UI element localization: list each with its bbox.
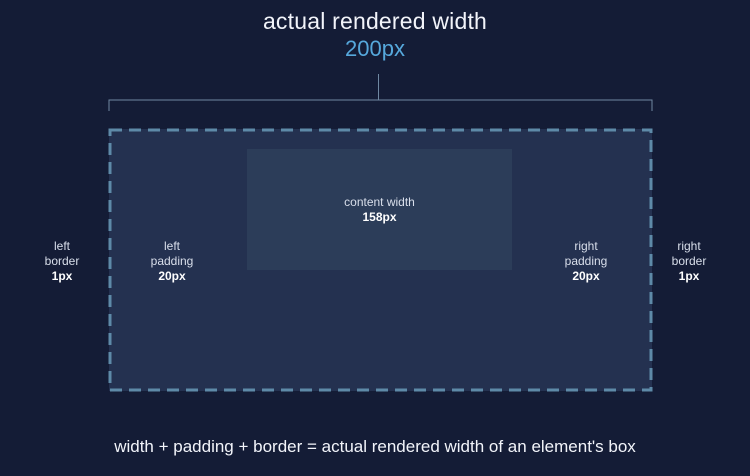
content-width-value: 158px: [362, 210, 397, 224]
right-border-line1: right: [677, 239, 701, 253]
rendered-width-value: 200px: [345, 36, 405, 61]
right-padding-value: 20px: [572, 269, 600, 283]
content-area: [247, 149, 512, 270]
right-border-label: right border 1px: [659, 239, 719, 284]
left-padding-line1: left: [163, 239, 180, 253]
left-border-line2: border: [44, 254, 80, 268]
right-border-value: 1px: [678, 269, 700, 283]
left-border-label: left border 1px: [32, 239, 92, 284]
right-padding-line2: padding: [564, 254, 608, 268]
right-border-line2: border: [671, 254, 707, 268]
right-padding-label: right padding 20px: [554, 239, 618, 284]
left-padding-value: 20px: [158, 269, 186, 283]
left-border-line1: left: [53, 239, 70, 253]
diagram-title: actual rendered width: [262, 8, 488, 34]
left-padding-line2: padding: [150, 254, 194, 268]
content-width-label: content width 158px: [247, 195, 512, 225]
left-border-value: 1px: [51, 269, 73, 283]
right-padding-line1: right: [574, 239, 598, 253]
content-width-text: content width: [344, 195, 415, 209]
left-padding-label: left padding 20px: [140, 239, 204, 284]
formula-caption: width + padding + border = actual render…: [114, 437, 636, 456]
